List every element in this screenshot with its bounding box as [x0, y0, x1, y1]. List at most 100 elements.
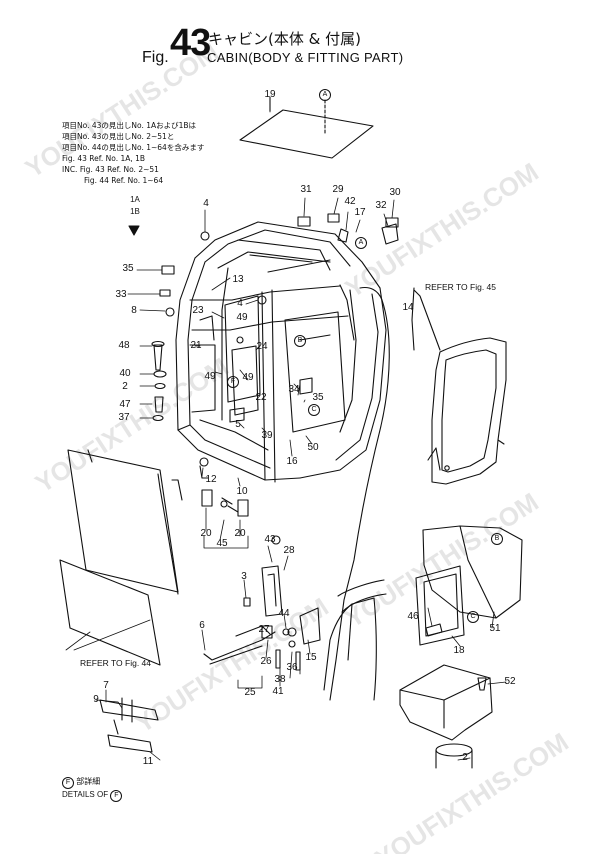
left-panel-fig44 [59, 449, 183, 666]
door-fig45 [427, 337, 507, 485]
callout: 46 [407, 611, 419, 622]
leader-lines [65, 99, 507, 761]
callout: 52 [504, 676, 516, 687]
note-line: Fig. 44 Ref. No. 1~64 [84, 176, 164, 185]
detail-marker: F [62, 777, 74, 789]
callout: 13 [232, 274, 244, 285]
callout: 17 [354, 207, 366, 218]
refer-fig45-label: REFER TO Fig. 45 [425, 282, 497, 292]
callout: 36 [286, 662, 298, 673]
note-line: 項目No. 43の見出しNo. 1Aおよび1Bは [62, 121, 197, 130]
callout: 4 [203, 198, 209, 209]
figure-number: 43 [170, 22, 211, 64]
callout: 40 [119, 368, 131, 379]
details-jp: 部詳細 [76, 777, 101, 786]
note-line: INC. Fig. 43 Ref. No. 2~51 [62, 165, 159, 174]
callout: 18 [453, 645, 465, 656]
callout: 3 [241, 571, 247, 582]
note-line: Fig. 43 Ref. No. 1A, 1B [62, 154, 146, 163]
callout: 20 [200, 528, 212, 539]
callout-marker: C [308, 404, 320, 416]
door-leader [411, 287, 441, 351]
note-line: 項目No. 44の見出しNo. 1~64を含みます [62, 143, 205, 152]
callout: 35 [122, 263, 134, 274]
callout: 45 [216, 538, 228, 549]
callout: 47 [119, 399, 131, 410]
callout: 26 [260, 656, 272, 667]
callout-marker: F [227, 376, 239, 388]
callout: 31 [300, 184, 312, 195]
callout: 49 [242, 372, 254, 383]
callout: 30 [389, 187, 401, 198]
callout: 19 [264, 89, 276, 100]
callout: 15 [305, 652, 317, 663]
bar-assembly [99, 697, 159, 753]
callout: 33 [115, 289, 127, 300]
stay-bracket [203, 625, 276, 665]
callout: 24 [256, 341, 268, 352]
callout: 34 [288, 384, 300, 395]
callout: 12 [205, 474, 217, 485]
callout: 51 [489, 623, 501, 634]
callout: 23 [192, 305, 204, 316]
callout-marker: B [294, 335, 306, 347]
title-english: CABIN(BODY & FITTING PART) [207, 50, 404, 65]
callout: 16 [286, 456, 298, 467]
callout: 11 [142, 756, 154, 767]
callout: 49 [204, 371, 216, 382]
callout-marker: A [319, 89, 331, 101]
side-panel-18 [415, 565, 465, 646]
callout: 37 [118, 412, 130, 423]
callout: 14 [402, 302, 414, 313]
callout: 49 [236, 312, 248, 323]
title-japanese: キャビン(本体 & 付属) [208, 30, 361, 48]
step-panel [323, 579, 387, 701]
details-en: DETAILS OF [62, 790, 109, 799]
callout: 43 [264, 534, 276, 545]
callout: 27 [258, 624, 270, 635]
assembly-label: 1B [130, 207, 140, 216]
callout: 10 [236, 486, 248, 497]
callout: 41 [272, 686, 284, 697]
callout: 28 [283, 545, 295, 556]
note-line: 項目No. 43の見出しNo. 2~51と [62, 132, 175, 141]
callout-marker: A [355, 237, 367, 249]
callout: 2 [462, 752, 468, 763]
refer-fig44-label: REFER TO Fig. 44 [80, 658, 152, 668]
assembly-label: 1A [130, 195, 140, 204]
small-parts [151, 213, 487, 691]
callout: 8 [131, 305, 137, 316]
side-panel-51 [422, 525, 523, 619]
reference-notes: 項目No. 43の見出しNo. 1Aおよび1Bは 項目No. 43の見出しNo.… [62, 120, 204, 186]
callout: 6 [199, 620, 205, 631]
callout-marker: B [491, 533, 503, 545]
callout: 29 [332, 184, 344, 195]
callout: 5 [235, 419, 241, 430]
callout: 38 [274, 674, 286, 685]
callout: 35 [312, 392, 324, 403]
callout: 42 [344, 196, 356, 207]
details-legend: F 部詳細 DETAILS OF F [62, 776, 123, 802]
callout: 9 [93, 694, 99, 705]
callout: 2 [122, 381, 128, 392]
callout: 25 [244, 687, 256, 698]
callout: 48 [118, 340, 130, 351]
lever-assembly [261, 565, 321, 648]
figure-prefix: Fig. [142, 49, 169, 66]
lower-cover [399, 664, 493, 769]
arrow-down-icon [128, 225, 140, 236]
callout: 21 [190, 340, 202, 351]
roof-sheet [239, 96, 374, 159]
callout: 7 [103, 680, 109, 691]
cabin-frame [175, 221, 387, 483]
callout: 50 [307, 442, 319, 453]
callout: 22 [255, 392, 267, 403]
callout: 4 [237, 298, 243, 309]
callout: 39 [261, 430, 273, 441]
callout: 20 [234, 528, 246, 539]
hinges-lower [201, 489, 249, 517]
callout: 32 [375, 200, 387, 211]
callout-marker: C [467, 611, 479, 623]
